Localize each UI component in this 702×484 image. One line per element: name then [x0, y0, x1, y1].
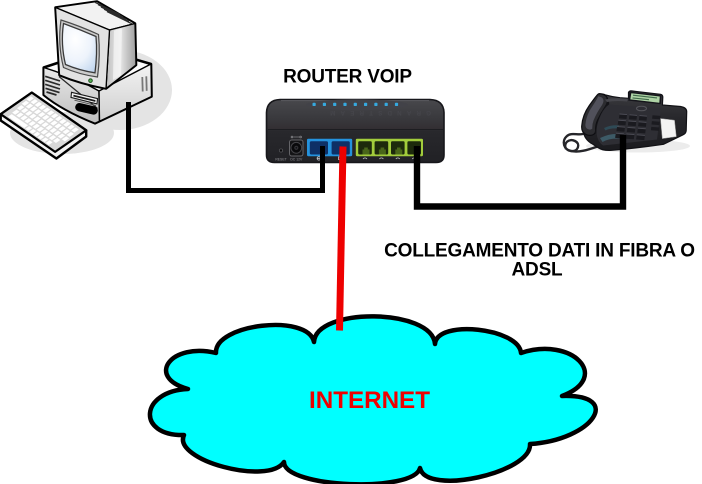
svg-text:DC 12V: DC 12V	[290, 157, 303, 161]
svg-text:GRANDSTREAM: GRANDSTREAM	[325, 109, 431, 116]
svg-text:INTERNET: INTERNET	[309, 387, 430, 414]
svg-text:COLLEGAMENTO DATI IN FIBRA O: COLLEGAMENTO DATI IN FIBRA O	[384, 240, 695, 261]
svg-text:ADSL: ADSL	[512, 260, 564, 281]
svg-text:RESET: RESET	[275, 157, 286, 161]
svg-text:ROUTER VOIP: ROUTER VOIP	[283, 66, 412, 87]
